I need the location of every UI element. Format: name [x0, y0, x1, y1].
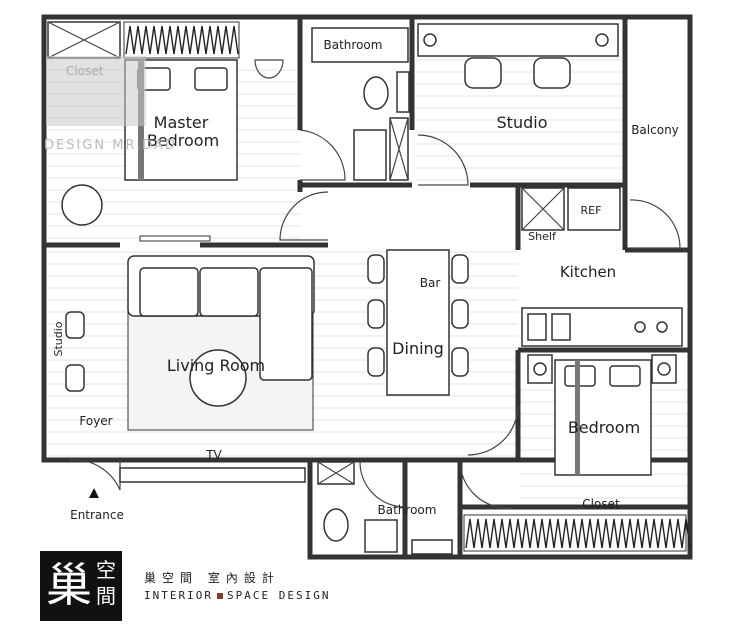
brand-english-right: SPACE DESIGN: [226, 589, 331, 602]
logo-char-big: 巢: [46, 558, 92, 612]
hanger-mark: [537, 518, 547, 549]
label-tv: TV: [205, 448, 222, 462]
hanger-mark: [625, 518, 635, 549]
watermark-shape: [46, 56, 146, 126]
hanger-mark: [165, 25, 175, 55]
hanger-mark: [521, 518, 531, 549]
logo-char-1: 空: [96, 558, 116, 582]
doors: [69, 129, 681, 509]
label-master-bedroom-1: Master: [154, 113, 209, 132]
label-bathroom-bottom: Bathroom: [378, 503, 437, 517]
label-studio-left: Studio: [52, 321, 65, 356]
hanger-mark: [229, 25, 239, 55]
hanger-mark: [609, 518, 619, 549]
label-dining: Dining: [392, 339, 444, 358]
kitchen-fixtures: [521, 187, 683, 347]
hanger-mark: [489, 518, 499, 549]
label-bathroom-top: Bathroom: [324, 38, 383, 52]
brand-dot: [216, 593, 223, 599]
hanger-mark: [481, 518, 491, 549]
brand-english-left: INTERIOR: [144, 589, 213, 602]
label-kitchen: Kitchen: [560, 263, 616, 281]
label-bedroom: Bedroom: [568, 418, 640, 437]
label-ref: REF: [581, 204, 602, 217]
hanger-mark: [473, 518, 483, 549]
bedroom-bed: [463, 354, 691, 552]
label-studio-top: Studio: [497, 113, 548, 132]
hanger-mark: [221, 25, 231, 55]
hanger-mark: [189, 25, 199, 55]
label-entrance: Entrance: [70, 508, 124, 522]
hanger-mark: [577, 518, 587, 549]
walls: [41, 14, 693, 560]
watermark-text: DESIGN MR.DAD: [44, 138, 177, 153]
label-master-bedroom-2: Bedroom: [147, 131, 219, 150]
hanger-mark: [505, 518, 515, 549]
hanger-mark: [173, 25, 183, 55]
room-labels: Master Bedroom Bathroom Studio Balcony S…: [52, 38, 679, 522]
hanger-mark: [617, 518, 627, 549]
dining-table: [367, 249, 469, 396]
hanger-mark: [157, 25, 167, 55]
bottom-bathroom-fixtures: [317, 461, 453, 555]
brand-logo: 巢 空 間: [40, 551, 122, 621]
brand-chinese-name: 巢空間 室內設計: [144, 571, 280, 585]
hanger-mark: [529, 518, 539, 549]
hanger-mark: [497, 518, 507, 549]
hanger-mark: [181, 25, 191, 55]
entrance-arrow-icon: [89, 488, 99, 498]
label-living-room: Living Room: [167, 356, 265, 375]
logo-char-2: 間: [96, 584, 116, 608]
hanger-mark: [545, 518, 555, 549]
hanger-mark: [681, 518, 691, 549]
hanger-mark: [197, 25, 207, 55]
hanger-mark: [213, 25, 223, 55]
label-bar: Bar: [420, 276, 441, 290]
hanger-mark: [601, 518, 611, 549]
hanger-mark: [125, 25, 135, 55]
hanger-mark: [141, 25, 151, 55]
label-balcony: Balcony: [631, 123, 679, 137]
brand-english-name: INTERIOR SPACE DESIGN: [144, 589, 330, 602]
hanger-mark: [133, 25, 143, 55]
label-foyer: Foyer: [79, 414, 112, 428]
hanger-mark: [633, 518, 643, 549]
hanger-mark: [205, 25, 215, 55]
top-closet: [47, 21, 284, 242]
label-shelf: Shelf: [528, 230, 557, 243]
hanger-mark: [465, 518, 475, 549]
hanger-mark: [569, 518, 579, 549]
top-bathroom-fixtures: [311, 27, 410, 181]
hanger-mark: [561, 518, 571, 549]
hanger-mark: [513, 518, 523, 549]
hanger-mark: [657, 518, 667, 549]
studio-desk: [417, 23, 619, 89]
hanger-mark: [593, 518, 603, 549]
sofa-and-rug: [65, 255, 315, 483]
hanger-mark: [641, 518, 651, 549]
label-closet-bottom: Closet: [582, 497, 620, 511]
hanger-mark: [149, 25, 159, 55]
hanger-mark: [665, 518, 675, 549]
hanger-mark: [585, 518, 595, 549]
hanger-mark: [553, 518, 563, 549]
hanger-mark: [649, 518, 659, 549]
watermark-closet-label: Closet: [66, 64, 104, 78]
hanger-mark: [673, 518, 683, 549]
